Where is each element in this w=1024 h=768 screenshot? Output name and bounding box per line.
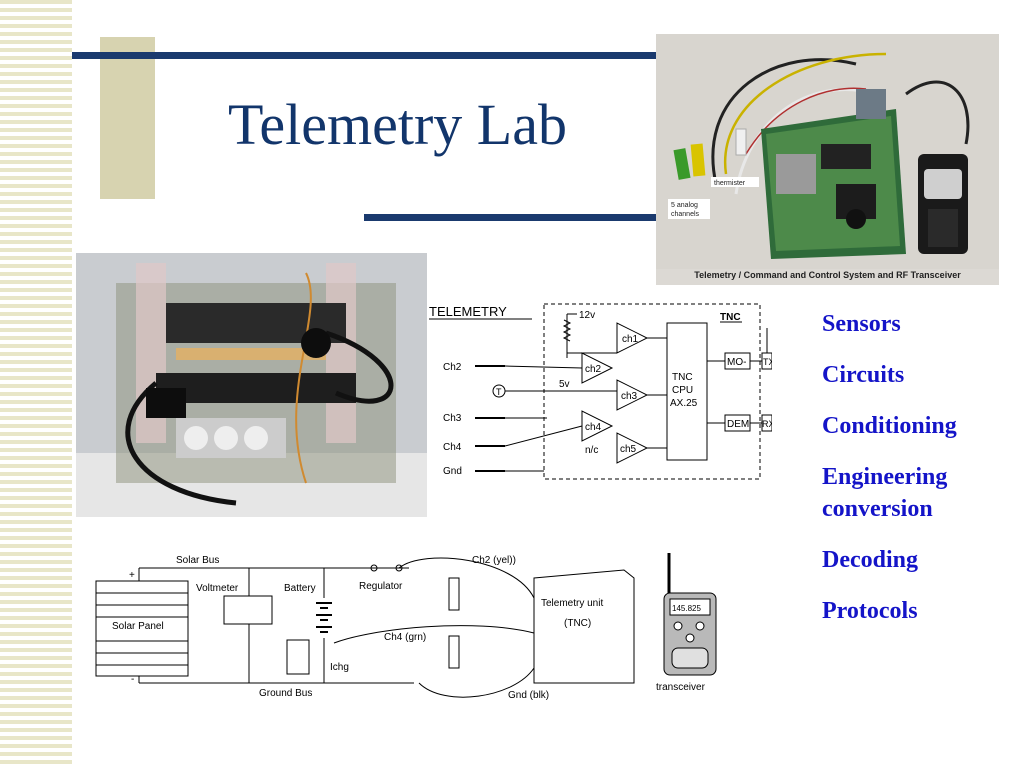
tx-label: TX (763, 357, 772, 367)
cpu-line3: AX.25 (670, 398, 698, 409)
topic-circuits: Circuits (822, 362, 905, 388)
nc-label: n/c (585, 445, 598, 456)
rx-label: RX (762, 419, 772, 429)
telemetry-heading: TELEMETRY (429, 304, 507, 319)
input-ch2: Ch2 (443, 362, 462, 373)
stack-photo-illustration (76, 253, 427, 517)
transceiver-label: transceiver (656, 682, 706, 693)
amp-ch1: ch1 (622, 334, 639, 345)
hardware-stack-photo (76, 253, 427, 517)
battery-label: Battery (284, 583, 316, 594)
solar-panel-label: Solar Panel (112, 621, 164, 632)
slide-title: Telemetry Lab (228, 92, 567, 157)
topic-protocols: Protocols (822, 598, 918, 624)
amp-ch4: ch4 (585, 422, 602, 433)
radio-frequency-display: 145.825 (672, 604, 701, 613)
analog-channels-label-line1: 5 analog (671, 202, 698, 209)
board-photo-illustration: thermister 5 analog channels (656, 34, 999, 269)
plus-label: + (129, 570, 135, 581)
ch4-wire-label: Ch4 (grn) (384, 632, 426, 643)
input-gnd: Gnd (443, 466, 462, 477)
mod-label: MO- (727, 357, 746, 368)
unit-line2: (TNC) (564, 618, 591, 629)
gnd-wire-label: Gnd (blk) (508, 690, 549, 701)
ichg-label: Ichg (330, 662, 349, 673)
ch2-wire-label: Ch2 (yel)) (472, 555, 516, 566)
input-ch4: Ch4 (443, 442, 462, 453)
ground-bus-label: Ground Bus (259, 688, 312, 699)
dem-label: DEM (727, 419, 749, 430)
topic-decoding: Decoding (822, 547, 918, 573)
minus-label: - (131, 674, 134, 685)
power-schematic: Solar Bus + Solar Panel - Voltmeter Batt… (94, 548, 734, 706)
cpu-line1: TNC (672, 372, 693, 383)
unit-line1: Telemetry unit (541, 598, 603, 609)
telemetry-schematic: TELEMETRY TNC 12v ch1 ch2 ch3 ch4 ch5 n/… (427, 298, 775, 488)
bottom-rule (364, 214, 662, 221)
title-accent-block (100, 37, 155, 199)
supply-5v-label: 5v (559, 379, 570, 390)
solar-bus-label: Solar Bus (176, 555, 219, 566)
regulator-label: Regulator (359, 581, 403, 592)
tnc-heading: TNC (720, 312, 741, 323)
topic-sensors: Sensors (822, 311, 901, 337)
input-ch3: Ch3 (443, 413, 462, 424)
voltmeter-label: Voltmeter (196, 583, 239, 594)
thermister-label: thermister (714, 180, 746, 187)
board-photo-caption: Telemetry / Command and Control System a… (694, 270, 961, 280)
left-stripe-decoration (0, 0, 72, 768)
analog-channels-label-line2: channels (671, 211, 700, 218)
topic-list: Sensors Circuits Conditioning Engineerin… (822, 308, 1017, 646)
amp-ch2: ch2 (585, 364, 602, 375)
topic-engineering-conversion: Engineering conversion (822, 464, 948, 522)
t-label: T (496, 387, 502, 397)
supply-12v-label: 12v (579, 310, 595, 321)
amp-ch3: ch3 (621, 391, 638, 402)
telemetry-board-photo: thermister 5 analog channels Telemetry /… (656, 34, 999, 285)
top-rule (72, 52, 662, 59)
topic-conditioning: Conditioning (822, 413, 957, 439)
cpu-line2: CPU (672, 385, 693, 396)
amp-ch5: ch5 (620, 444, 637, 455)
